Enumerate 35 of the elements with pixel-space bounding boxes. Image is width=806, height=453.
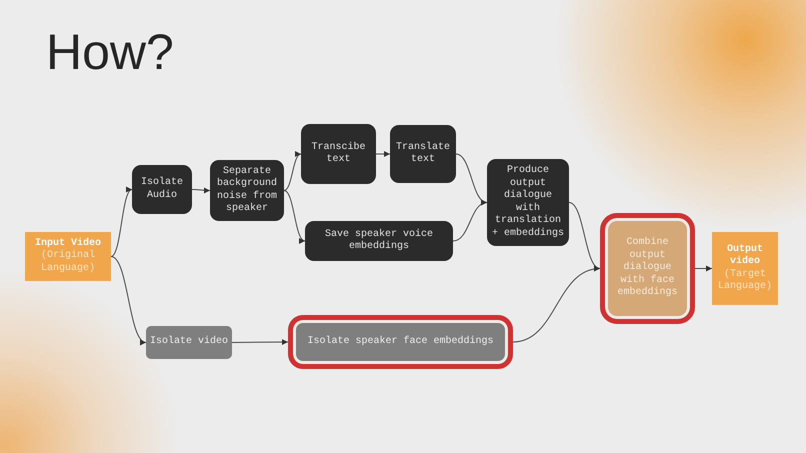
io-box	[25, 232, 111, 281]
process-box	[487, 159, 569, 246]
process-box	[301, 124, 376, 184]
node-subtitle: (Target Language)	[716, 268, 773, 294]
arrow	[376, 151, 390, 157]
process-box	[210, 160, 284, 221]
video-process-box	[146, 326, 232, 359]
arrow	[110, 189, 132, 257]
node-label: Isolate Audio	[140, 177, 184, 202]
process-box	[390, 125, 456, 183]
io-box	[712, 232, 778, 305]
highlighted-video-process-box	[288, 315, 513, 369]
node-label: Isolate video	[150, 336, 228, 349]
arrow	[452, 200, 488, 242]
process-box	[305, 221, 453, 261]
arrow	[284, 190, 306, 242]
node-label: Translate text	[394, 142, 451, 166]
node-heading: Output video	[726, 244, 764, 268]
arrow	[110, 256, 146, 343]
highlighted-combine-box	[600, 213, 695, 324]
slide-title: How?	[46, 24, 174, 80]
arrow	[192, 187, 210, 194]
node-label: Transcibe text	[310, 142, 366, 166]
node-label: Combine output dialogue with face embeddings	[616, 237, 678, 300]
node-subtitle: (Original Language)	[40, 250, 96, 276]
arrow	[512, 266, 600, 342]
node-label: Isolate speaker face embeddings	[307, 336, 494, 348]
node-heading: Input Video	[34, 238, 101, 250]
process-box	[132, 165, 192, 214]
node-label: Separate background noise from speaker	[216, 166, 278, 216]
arrow	[232, 339, 288, 346]
arrow	[284, 153, 302, 191]
node-label: Save speaker voice embeddings	[324, 228, 434, 254]
arrow	[694, 266, 712, 272]
node-label: Produce output dialogue with translation + embeddings	[491, 165, 565, 240]
